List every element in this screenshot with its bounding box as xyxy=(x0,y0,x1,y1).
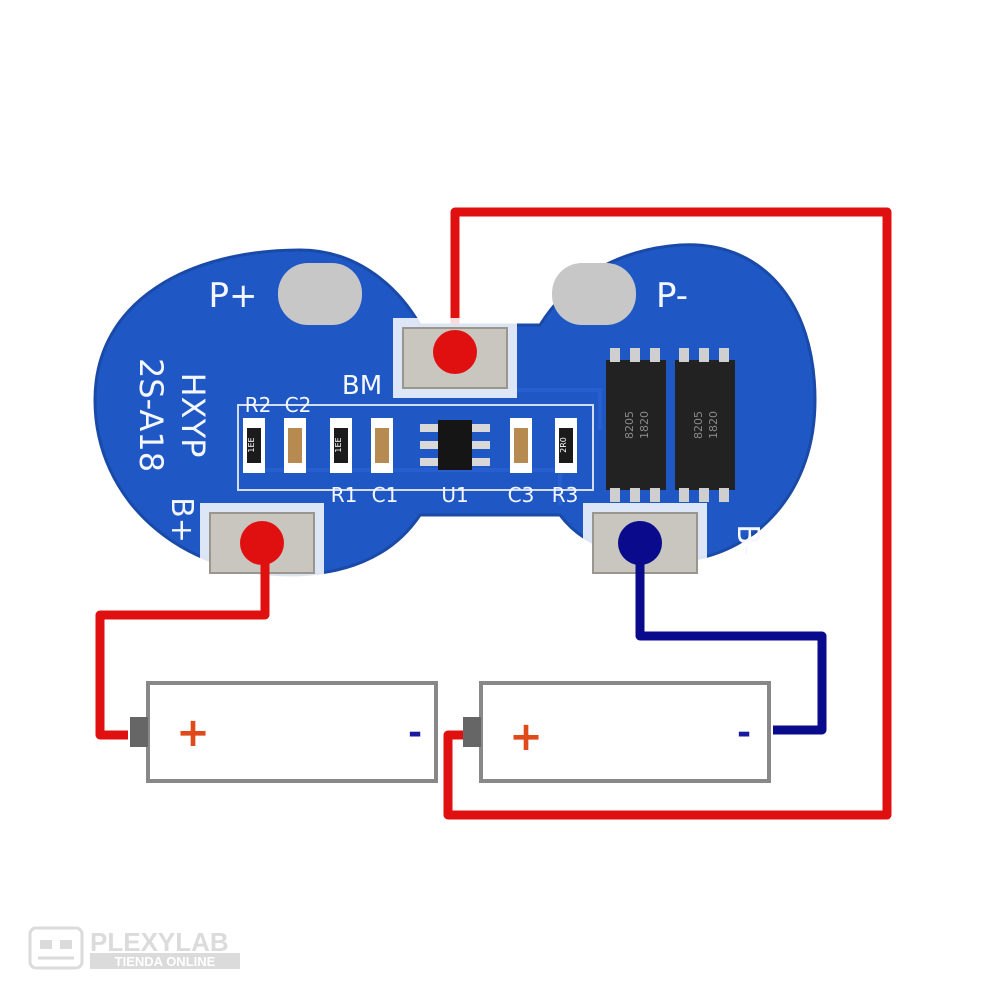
resistor-r3: 2R0 xyxy=(555,418,577,473)
p-minus-hole xyxy=(552,263,636,325)
label-u1: U1 xyxy=(441,483,468,507)
wire-b-plus-to-battery1 xyxy=(95,545,270,740)
label-p-plus: P+ xyxy=(209,276,258,316)
capacitor-c1 xyxy=(371,418,393,473)
pcb-board: 1EE 1EE xyxy=(93,243,817,583)
resistor-r1: 1EE xyxy=(330,418,352,473)
b-minus-connection-dot xyxy=(618,521,662,565)
mosfet-right-marking-2: 1820 xyxy=(707,411,720,439)
mosfet-right: 8205 1820 xyxy=(675,348,735,502)
label-c3: C3 xyxy=(508,483,535,507)
mosfet-left-marking-2: 1820 xyxy=(638,411,651,439)
mosfet-left: 8205 1820 xyxy=(606,348,666,502)
label-bm: BM xyxy=(342,371,382,401)
label-r1: R1 xyxy=(331,483,358,507)
label-c1: C1 xyxy=(372,483,399,507)
label-b-minus: B- xyxy=(730,524,765,555)
label-r2: R2 xyxy=(245,393,272,417)
model-line-1: HXYP xyxy=(174,373,212,458)
p-plus-hole xyxy=(278,263,362,325)
mosfet-right-marking: 8205 xyxy=(692,411,705,439)
label-c2: C2 xyxy=(285,393,312,417)
battery-2-plus-label: + xyxy=(509,714,543,760)
watermark-brand: PLEXYLAB xyxy=(90,927,229,957)
mosfet-left-marking: 8205 xyxy=(623,411,636,439)
label-r3: R3 xyxy=(552,483,579,507)
r2-code: 1EE xyxy=(247,437,256,452)
watermark-tagline: TIENDA ONLINE xyxy=(115,954,216,969)
wire-b-minus-to-battery2 xyxy=(635,545,827,735)
battery-2: + - xyxy=(463,681,771,783)
battery-1: + - xyxy=(130,681,438,783)
r3-code: 2R0 xyxy=(559,437,568,453)
battery-2-minus-label: - xyxy=(737,713,751,753)
watermark: PLEXYLAB TIENDA ONLINE xyxy=(28,926,240,970)
capacitor-c2 xyxy=(284,418,306,473)
label-b-plus: B+ xyxy=(164,497,199,543)
model-line-2: 2S-A18 xyxy=(132,358,170,472)
bm-connection-dot xyxy=(433,330,477,374)
battery-1-plus-label: + xyxy=(176,710,210,756)
battery-1-minus-label: - xyxy=(408,713,422,753)
ic-u1 xyxy=(420,420,490,470)
label-p-minus: P- xyxy=(656,276,688,316)
resistor-r2: 1EE xyxy=(243,418,265,473)
printer-robot-icon xyxy=(28,926,84,970)
capacitor-c3 xyxy=(510,418,532,473)
wire-bm-to-midpoint xyxy=(443,207,892,820)
b-plus-connection-dot xyxy=(240,521,284,565)
r1-code: 1EE xyxy=(334,437,343,452)
